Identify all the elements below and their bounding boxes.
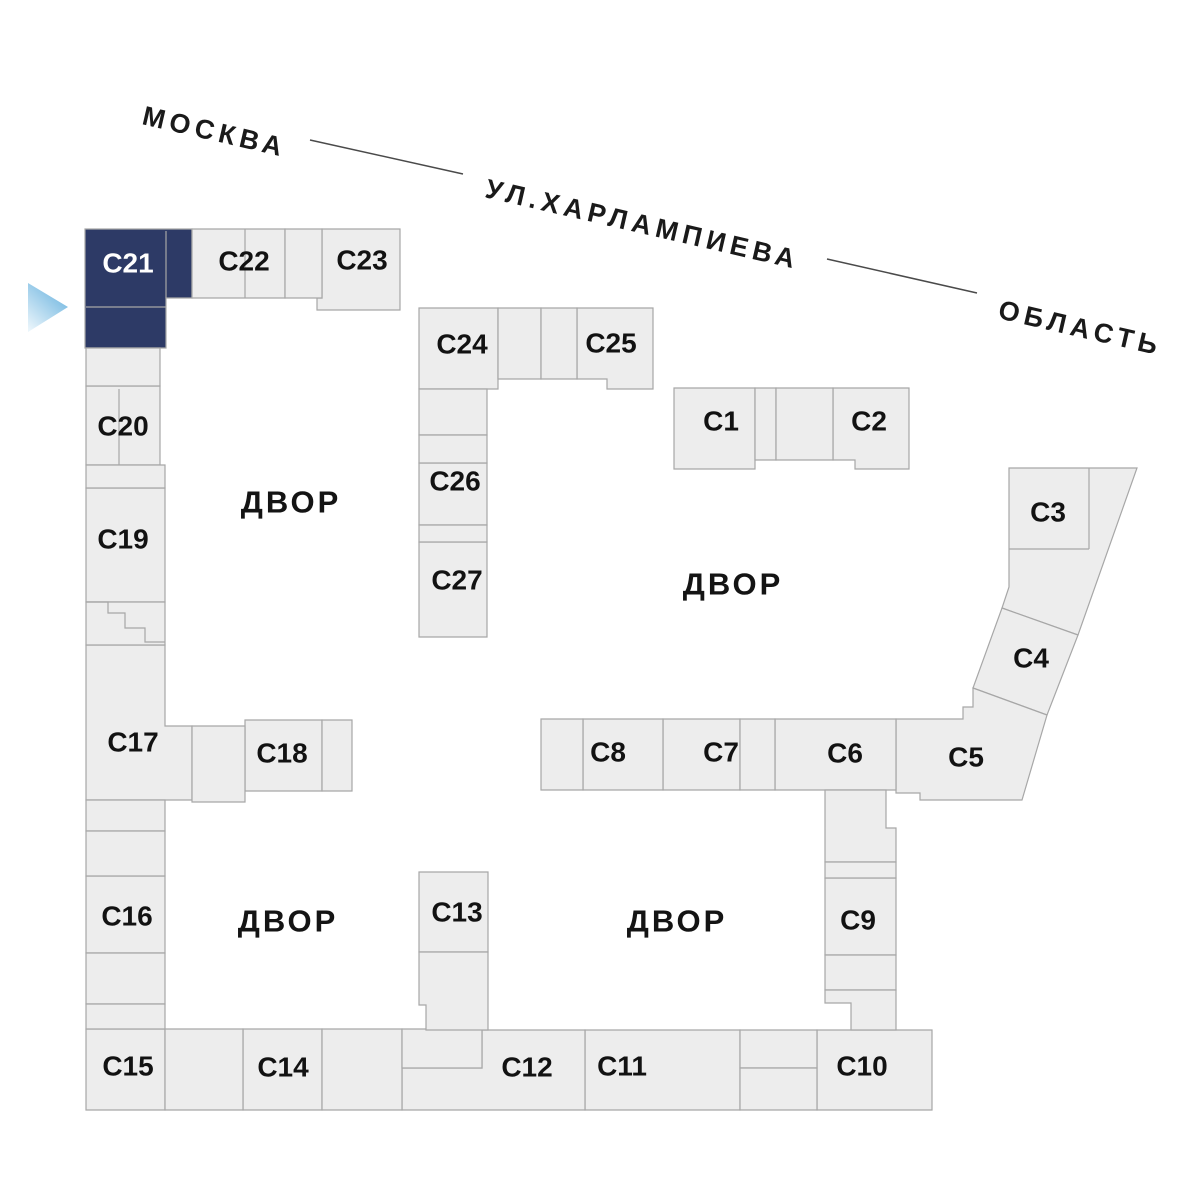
building-section — [85, 799, 166, 832]
block-c24[interactable] — [418, 307, 499, 390]
block-c15-label: С15 — [102, 1051, 153, 1082]
courtyard-label: ДВОР — [238, 904, 339, 939]
selected-building-arrow — [28, 283, 68, 332]
block-c11-label: С11 — [597, 1051, 647, 1082]
block-c5[interactable] — [895, 687, 1048, 801]
block-c17[interactable] — [85, 644, 193, 801]
building-section — [739, 718, 776, 791]
building-section — [540, 307, 578, 380]
building-section — [191, 725, 246, 803]
street-annotations-layer: ДВОР ДВОР ДВОР ДВОР МОСКВА УЛ.ХАРЛАМПИЕВА ОБЛА… — [28, 101, 1165, 939]
courtyard-label: ДВОР — [683, 567, 784, 602]
block-c3[interactable] — [1001, 467, 1138, 636]
building-section — [418, 951, 489, 1031]
section-dividers-layer — [86, 229, 1090, 643]
block-c8-label: С8 — [590, 737, 626, 768]
block-c14-label: С14 — [257, 1052, 309, 1083]
block-c25-label: С25 — [585, 328, 636, 359]
block-c26-label: С26 — [429, 466, 480, 497]
street-direction-line — [826, 258, 978, 294]
building-section — [85, 464, 166, 489]
section-divider-line — [86, 601, 165, 643]
block-c22-label: С22 — [218, 246, 269, 277]
block-c12-label: С12 — [501, 1052, 552, 1083]
block-c4-label: С4 — [1013, 643, 1049, 674]
building-section — [418, 388, 488, 436]
building-section — [824, 954, 897, 991]
block-c19-label: С19 — [97, 524, 148, 555]
block-c3-label: С3 — [1030, 497, 1066, 528]
building-section — [418, 434, 488, 464]
courtyard-label: ДВОР — [241, 485, 342, 520]
block-c1-label: С1 — [703, 406, 739, 437]
street-direction-line — [309, 139, 464, 175]
block-c1[interactable] — [673, 387, 756, 470]
building-section — [85, 1003, 166, 1030]
block-c21-label: С21 — [102, 248, 153, 279]
building-section — [418, 524, 488, 543]
street-label-ul-kharlampieva: УЛ.ХАРЛАМПИЕВА — [483, 174, 803, 276]
building-section — [284, 228, 323, 299]
buildings-layer — [84, 228, 1138, 1111]
block-c10-label: С10 — [836, 1051, 887, 1082]
building-section — [775, 387, 834, 461]
block-c2-label: С2 — [851, 406, 887, 437]
courtyard-label: ДВОР — [627, 904, 728, 939]
building-section — [85, 952, 166, 1005]
building-section — [85, 830, 166, 877]
building-section — [754, 387, 777, 461]
building-section — [321, 1028, 403, 1111]
building-section — [164, 1028, 244, 1111]
block-c7-label: С7 — [703, 737, 739, 768]
building-section — [739, 1067, 818, 1111]
block-c24-label: С24 — [436, 329, 488, 360]
block-c27-label: С27 — [431, 565, 482, 596]
building-section — [540, 718, 584, 791]
building-section — [401, 1028, 483, 1069]
block-c13-label: С13 — [431, 897, 482, 928]
building-section — [824, 989, 897, 1031]
block-c9-label: С9 — [840, 905, 876, 936]
block-c5-label: С5 — [948, 742, 984, 773]
block-c6-label: С6 — [827, 738, 863, 769]
building-section — [824, 861, 897, 879]
building-section — [739, 1029, 818, 1069]
block-c20-label: С20 — [97, 411, 148, 442]
block-c18-label: С18 — [256, 738, 307, 769]
building-section — [321, 719, 353, 792]
block-c23-label: С23 — [336, 245, 387, 276]
building-section — [497, 307, 542, 380]
building-section — [85, 347, 161, 387]
block-c16-label: С16 — [101, 901, 152, 932]
block-c17-label: С17 — [107, 727, 158, 758]
building-section — [824, 789, 897, 863]
street-label-moskva: МОСКВА — [140, 101, 290, 163]
street-label-oblast: ОБЛАСТЬ — [996, 295, 1166, 362]
